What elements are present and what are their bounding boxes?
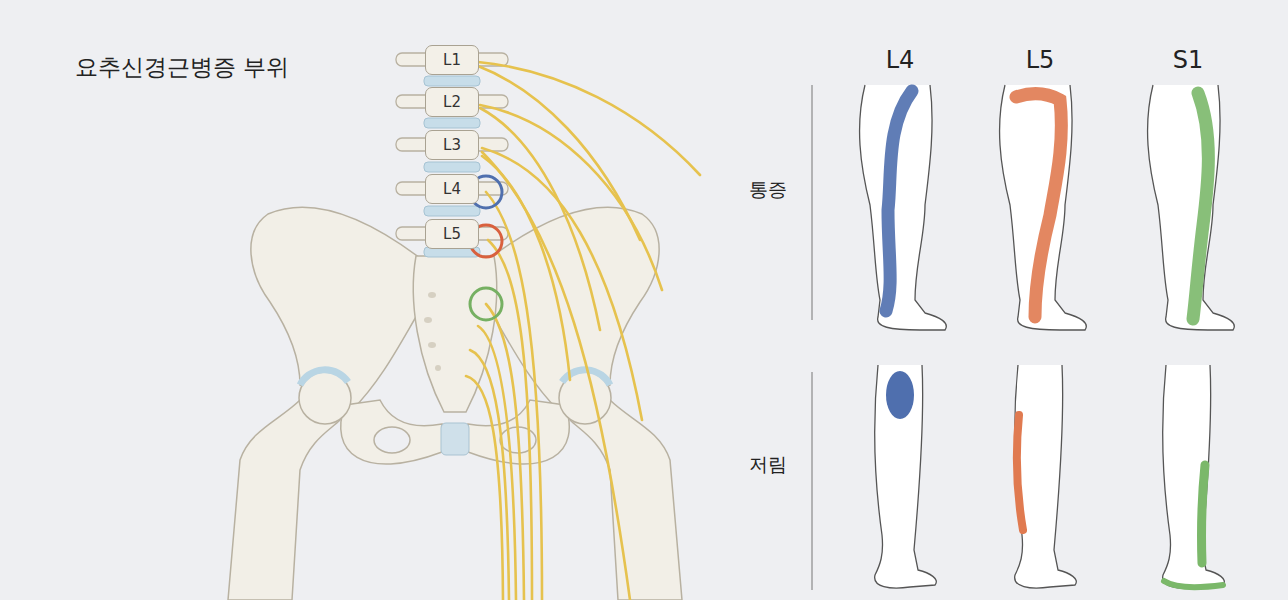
pelvis [228, 207, 682, 600]
vertebra-label: L2 [443, 93, 461, 111]
column-header: L4 [886, 46, 915, 74]
leg-outline [1148, 85, 1235, 330]
numbness-patch [1164, 581, 1223, 587]
nerve [482, 152, 630, 600]
nerve [478, 66, 640, 240]
vertebra-body: L3 [425, 130, 479, 160]
vertebra-body: L5 [425, 219, 479, 249]
numbness-leg [1015, 365, 1077, 588]
vertebra-body: L4 [425, 174, 479, 204]
divider-line [812, 85, 813, 320]
nerve [466, 376, 503, 600]
obturator-foramen [374, 427, 410, 453]
intervertebral-disc [424, 206, 480, 216]
pain-band [886, 91, 912, 311]
intervertebral-disc [424, 118, 480, 128]
leg-outline [875, 365, 937, 588]
pain-band [1016, 94, 1061, 317]
pain-leg [1000, 85, 1087, 330]
sacral-foramina [424, 292, 441, 371]
numbness-patch [1201, 465, 1205, 563]
nerve [480, 108, 600, 330]
s1-root-marker [470, 288, 502, 320]
pain-leg [1148, 85, 1235, 330]
vertebra-body: L1 [425, 45, 479, 75]
vertebra-label: L3 [443, 136, 461, 154]
cartilage [300, 370, 610, 385]
vertebra-label: L4 [443, 180, 461, 198]
nerve [480, 105, 662, 290]
leg-outline [1000, 85, 1087, 330]
acetabulum [300, 370, 348, 385]
left-pubis [341, 400, 442, 464]
column-header: S1 [1173, 46, 1204, 74]
pubic-symphysis [441, 423, 469, 455]
vertebra-body: L2 [425, 87, 479, 117]
spine [396, 53, 508, 257]
left-femur [228, 400, 340, 600]
column-header: L5 [1026, 46, 1055, 74]
vertebra-label: L5 [443, 225, 461, 243]
divider-line [812, 372, 813, 590]
diagram-title: 요추신경근병증 부위 [75, 52, 289, 83]
leg-outline [860, 85, 947, 330]
leg-outline [1163, 365, 1225, 588]
intervertebral-disc [424, 76, 480, 86]
leg-maps [860, 85, 1235, 588]
dividers [812, 85, 813, 590]
nerve [482, 156, 570, 380]
pain-band [1193, 93, 1208, 319]
intervertebral-disc [424, 162, 480, 172]
vertebra-label: L1 [443, 51, 461, 69]
numbness-patch [886, 371, 914, 419]
nerve [478, 62, 700, 175]
row-label: 저림 [749, 452, 787, 478]
row-label: 통증 [749, 177, 787, 203]
numbness-leg [875, 365, 937, 588]
nerve [488, 240, 532, 600]
pain-leg [860, 85, 947, 330]
numbness-patch [1017, 415, 1023, 530]
nerves [466, 62, 700, 600]
numbness-leg [1163, 365, 1225, 588]
leg-outline [1015, 365, 1077, 588]
